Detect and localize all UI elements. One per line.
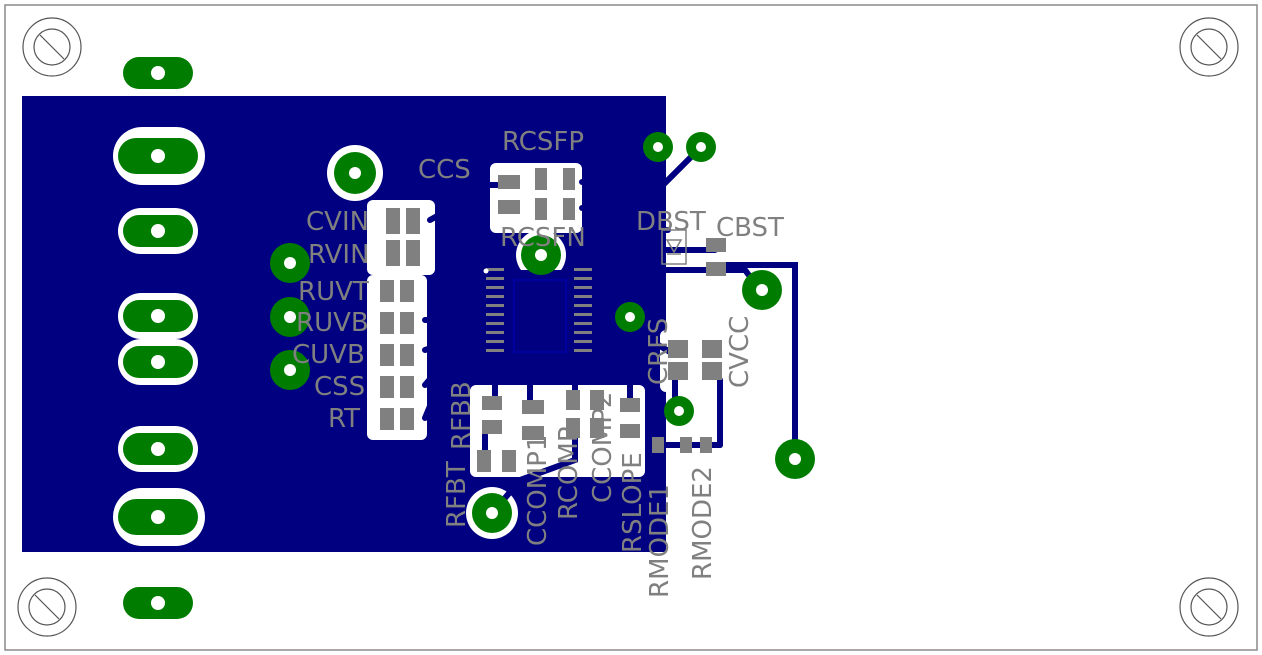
label-rt: RT [328, 404, 360, 434]
label-cbst: CBST [716, 213, 784, 243]
label-css: CSS [314, 372, 365, 402]
label-rmode2: RMODE2 [688, 466, 718, 580]
label-cvin: CVIN [306, 207, 369, 237]
connector-drills [151, 66, 165, 610]
label-rmode1: RMODE1 [645, 484, 675, 598]
label-rfbt: RFBT [442, 461, 472, 528]
label-rcomp: RCOMP [554, 426, 584, 520]
label-ccomp2: CCOMP2 [588, 392, 618, 503]
smd-pads [380, 168, 726, 472]
label-rslope: RSLOPE [618, 452, 648, 553]
label-ccs: CCS [418, 155, 471, 185]
label-ruvt: RUVT [298, 277, 369, 307]
label-rvin: RVIN [308, 240, 370, 270]
label-rcsfp: RCSFP [502, 127, 584, 157]
label-cvcc: CVCC [725, 316, 755, 388]
mounting-hole-icon [1179, 577, 1239, 637]
label-rfbb: RFBB [447, 381, 477, 450]
through-hole-drills [284, 142, 801, 519]
label-cuvb: CUVB [292, 340, 365, 370]
mounting-hole-icon [17, 577, 77, 637]
ic-package [483, 268, 592, 378]
label-ruvb: RUVB [296, 308, 369, 338]
label-dbst: DBST [636, 207, 706, 237]
label-rcsfn: RCSFN [500, 223, 586, 253]
label-crfs: CRFS [644, 318, 674, 385]
label-ccomp1: CCOMP1 [523, 435, 553, 546]
diode-icon [661, 229, 687, 265]
mounting-hole-icon [1179, 17, 1239, 77]
mounting-hole-icon [22, 17, 82, 77]
